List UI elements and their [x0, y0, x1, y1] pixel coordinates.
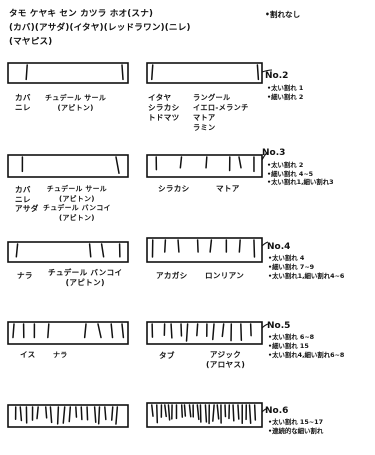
crack-note: •太い割れ 1•細い割れ 2: [267, 84, 303, 101]
crack-mark: [184, 405, 185, 416]
specimen-board: [147, 403, 262, 427]
crack-mark: [105, 407, 106, 419]
species-label: ラングールイエロ-メランチマトアラミン: [193, 93, 249, 133]
crack-mark: [122, 65, 123, 79]
crack-mark: [26, 65, 27, 79]
header-line-3: (マヤピス): [9, 38, 52, 47]
crack-mark: [171, 324, 172, 338]
crack-note: •太い割れ 15~17•連続的な細い割れ: [268, 418, 323, 436]
species-label: イタヤシラカシトドマツ: [148, 93, 180, 123]
crack-note: •太い割れ 4•細い割れ 7~9•太い割れ1,細い割れ4~6: [268, 254, 344, 280]
crack-note: •太い割れ 6~8•細い割れ 15•太い割れ4,細い割れ6~8: [268, 333, 344, 359]
species-label: イス: [20, 350, 36, 360]
sample-number: No.4: [267, 243, 290, 252]
crack-mark: [13, 324, 14, 338]
species-label: タブ: [159, 352, 175, 360]
no-crack-note: •割れなし: [265, 11, 300, 19]
crack-mark: [255, 405, 256, 420]
species-label: ロンリアン: [205, 272, 244, 280]
specimen-board: [8, 155, 128, 177]
crack-mark: [46, 407, 47, 418]
crack-mark: [238, 405, 239, 419]
species-label: ナラ: [17, 272, 33, 280]
crack-mark: [69, 407, 70, 422]
crack-mark: [58, 407, 59, 424]
specimen-board: [8, 242, 128, 262]
specimen-board: [147, 155, 262, 177]
crack-mark: [254, 240, 255, 257]
species-label: アジック(アロヤス): [206, 350, 245, 370]
species-label: チュデール サール(アピトン): [45, 93, 106, 113]
species-label: アカガシ: [156, 272, 188, 280]
species-label: シラカシ: [158, 185, 190, 193]
species-label: ナラ: [53, 350, 68, 360]
crack-mark: [81, 407, 82, 419]
crack-mark: [152, 65, 153, 79]
crack-mark: [257, 65, 258, 79]
crack-mark: [206, 157, 207, 168]
crack-mark: [165, 240, 166, 252]
crack-mark: [241, 324, 242, 340]
specimen-board: [147, 63, 262, 83]
sample-number: No.5: [267, 322, 290, 331]
header-line-1: タモ ケヤキ セン カツラ ホオ(スナ): [9, 10, 153, 19]
species-label: チュデール バンコイ(アピトン): [48, 268, 122, 288]
species-label: カバニレアサダ: [15, 185, 39, 214]
species-label: カバニレ: [15, 93, 31, 113]
species-label: チュデール サール(アピトン)チュデール バンコイ(アピトン): [43, 185, 111, 223]
crack-mark: [197, 324, 198, 336]
header-line-2: (カバ)(アサダ)(イタヤ)(レッドラワン)(ニレ): [9, 24, 191, 33]
crack-note: •太い割れ 2•細い割れ 4~5•太い割れ1,細い割れ3: [267, 161, 334, 187]
crack-mark: [178, 240, 179, 252]
crack-mark: [48, 324, 49, 338]
crack-mark: [239, 240, 240, 252]
crack-mark: [205, 405, 206, 422]
specimen-board: [8, 322, 128, 344]
crack-mark: [112, 407, 113, 420]
sample-number: No.3: [262, 149, 285, 158]
crack-mark: [182, 405, 183, 417]
species-label: マトア: [216, 185, 240, 193]
sample-number: No.2: [265, 72, 288, 81]
crack-mark: [76, 407, 77, 417]
crack-mark: [233, 405, 234, 421]
sample-number: No.6: [265, 407, 288, 416]
crack-mark: [157, 405, 158, 423]
crack-mark: [99, 407, 100, 424]
